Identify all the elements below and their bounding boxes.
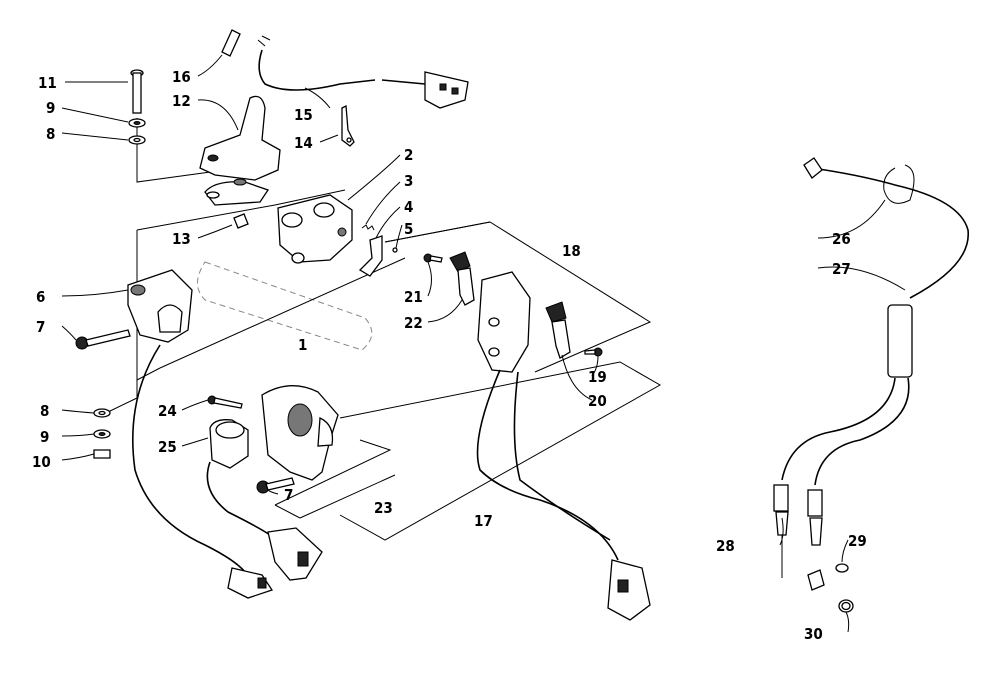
screw-24 — [207, 395, 243, 409]
leader-lines — [61, 54, 906, 633]
ring-30 — [838, 599, 854, 613]
callout-9-lower: 9 — [40, 428, 49, 446]
callout-25: 25 — [158, 438, 177, 456]
callout-26: 26 — [832, 230, 851, 248]
callout-17: 17 — [474, 512, 493, 530]
grip-housing-23 — [261, 385, 339, 481]
callout-5: 5 — [404, 220, 413, 238]
callout-8-lower: 8 — [40, 402, 49, 420]
nut-10 — [93, 449, 111, 459]
washer-8-lower — [93, 408, 111, 418]
clamp-26 — [883, 164, 915, 204]
spring-3 — [361, 224, 375, 231]
callout-9-upper: 9 — [46, 99, 55, 117]
washer-9-lower — [93, 429, 111, 439]
pin-14 — [341, 104, 355, 147]
callout-27: 27 — [832, 260, 851, 278]
lever-bracket-12 — [199, 95, 281, 206]
harness-15 — [257, 35, 469, 109]
screw-7-upper — [75, 329, 131, 350]
callout-30: 30 — [804, 625, 823, 643]
clamp-6 — [127, 269, 193, 343]
bolt-11 — [130, 69, 144, 114]
washer-9-top — [128, 118, 146, 128]
switch-plate-17 — [476, 271, 651, 621]
callout-10: 10 — [32, 453, 51, 471]
switch-housing-2 — [277, 194, 353, 264]
callout-28: 28 — [716, 537, 735, 555]
sleeve-16 — [221, 29, 241, 57]
screw-21 — [423, 253, 443, 263]
callout-23: 23 — [374, 499, 393, 517]
callout-7-lower: 7 — [284, 486, 293, 504]
lever-22 — [449, 251, 475, 306]
callout-18: 18 — [562, 242, 581, 260]
callout-12: 12 — [172, 92, 191, 110]
callout-19: 19 — [588, 368, 607, 386]
button-25 — [206, 419, 323, 581]
callout-13: 13 — [172, 230, 191, 248]
callout-14: 14 — [294, 134, 313, 152]
detent-plate-4 — [358, 235, 383, 277]
callout-15: 15 — [294, 106, 313, 124]
assembly-outline-lines — [107, 118, 662, 541]
callout-22: 22 — [404, 314, 423, 332]
callout-21: 21 — [404, 288, 423, 306]
fitting-29 — [807, 517, 849, 591]
cable-assembly-27 — [773, 157, 969, 517]
clamp-wire — [132, 344, 274, 599]
callout-7-upper: 7 — [36, 318, 45, 336]
callout-2: 2 — [404, 146, 413, 164]
callout-3: 3 — [404, 172, 413, 190]
lever-20 — [545, 301, 571, 359]
callout-8-upper: 8 — [46, 125, 55, 143]
ball-5 — [392, 247, 398, 253]
screw-7-lower — [256, 477, 295, 494]
callout-20: 20 — [588, 392, 607, 410]
callout-6: 6 — [36, 288, 45, 306]
fitting-28 — [775, 511, 789, 578]
callout-16: 16 — [172, 68, 191, 86]
callout-4: 4 — [404, 198, 413, 216]
block-13 — [233, 213, 249, 229]
callout-24: 24 — [158, 402, 177, 420]
callout-11: 11 — [38, 74, 57, 92]
callout-1: 1 — [298, 336, 307, 354]
callout-labels: 1 2 3 4 5 6 7 7 8 8 9 9 10 11 12 13 14 1… — [32, 68, 867, 643]
handlebar-outline — [197, 261, 373, 351]
callout-29: 29 — [848, 532, 867, 550]
washer-8-top — [128, 135, 146, 145]
